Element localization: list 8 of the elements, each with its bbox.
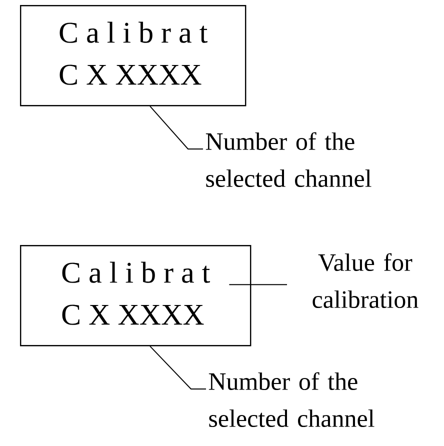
annotation-text: Number of the selected channel xyxy=(206,132,372,188)
leader-line xyxy=(150,106,204,150)
annotation-text: Value for calibration xyxy=(312,253,418,308)
display-box: C a l i b r a t C X XXXX xyxy=(20,245,252,346)
display-box: C a l i b r a t C X XXXX xyxy=(20,5,246,106)
leader-line xyxy=(228,284,288,286)
leader-line xyxy=(150,346,206,390)
annotation-text: Number of the selected channel xyxy=(208,372,374,428)
